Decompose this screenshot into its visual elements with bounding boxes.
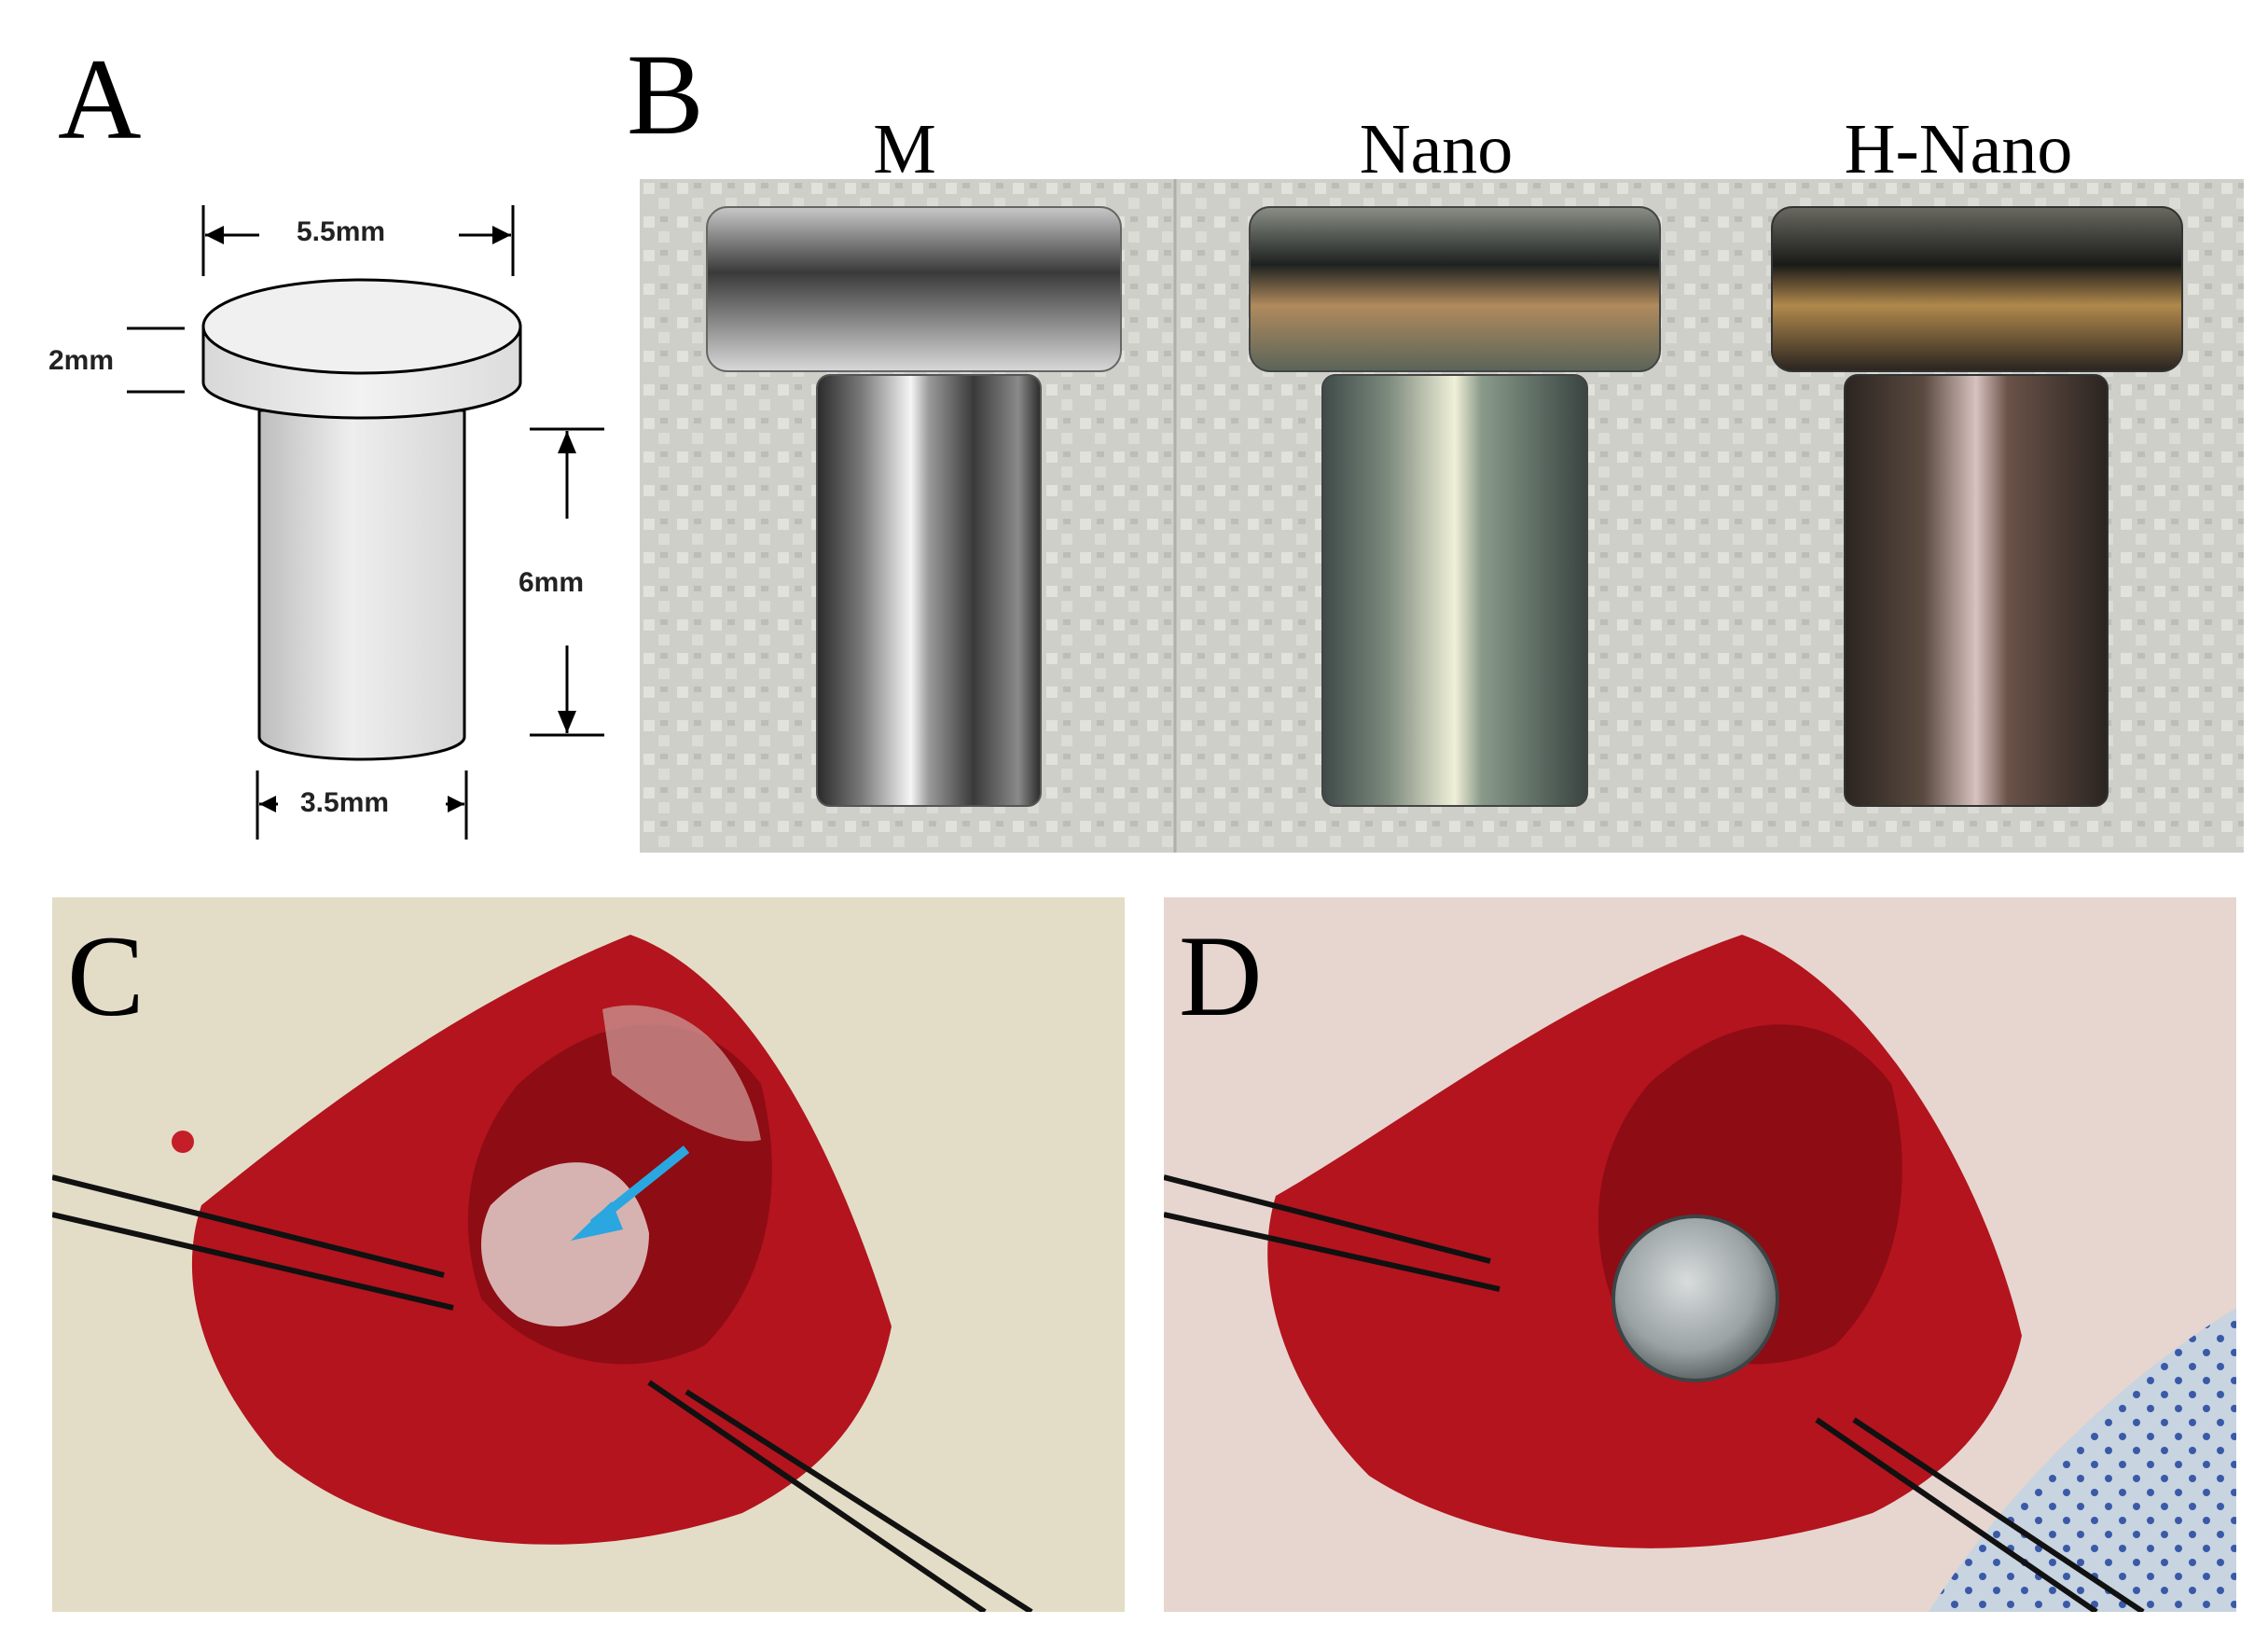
surgery-photo-defect [52, 897, 1125, 1612]
implant-diagram [127, 205, 604, 840]
surgery-photo-implant [1164, 897, 2236, 1612]
sample-label-m: M [873, 110, 936, 188]
head-diameter-label: 5.5mm [297, 216, 386, 247]
implant-photos [640, 179, 2244, 853]
arrow-icon [571, 1145, 690, 1241]
implant-h-nano-head [1771, 206, 2183, 372]
head-top-shape [201, 278, 522, 375]
panel-label-b: B [627, 31, 704, 159]
implant-m-head [706, 206, 1122, 372]
sample-label-nano: Nano [1359, 110, 1514, 188]
shaft-diameter-label: 3.5mm [300, 787, 390, 818]
implant-h-nano-shaft [1844, 374, 2109, 807]
head-height-label: 2mm [48, 345, 115, 376]
implant-m-shaft [816, 374, 1042, 807]
shaft-shape [257, 409, 466, 761]
implant-nano-shaft [1321, 374, 1588, 807]
implant-nano-head [1249, 206, 1661, 372]
panel-label-c: C [67, 912, 145, 1040]
implant-disc [1611, 1215, 1779, 1382]
shaft-length-label: 6mm [519, 567, 585, 598]
sample-label-h-nano: H-Nano [1844, 110, 2073, 188]
panel-label-a: A [58, 35, 142, 163]
panel-label-d: D [1179, 912, 1263, 1040]
